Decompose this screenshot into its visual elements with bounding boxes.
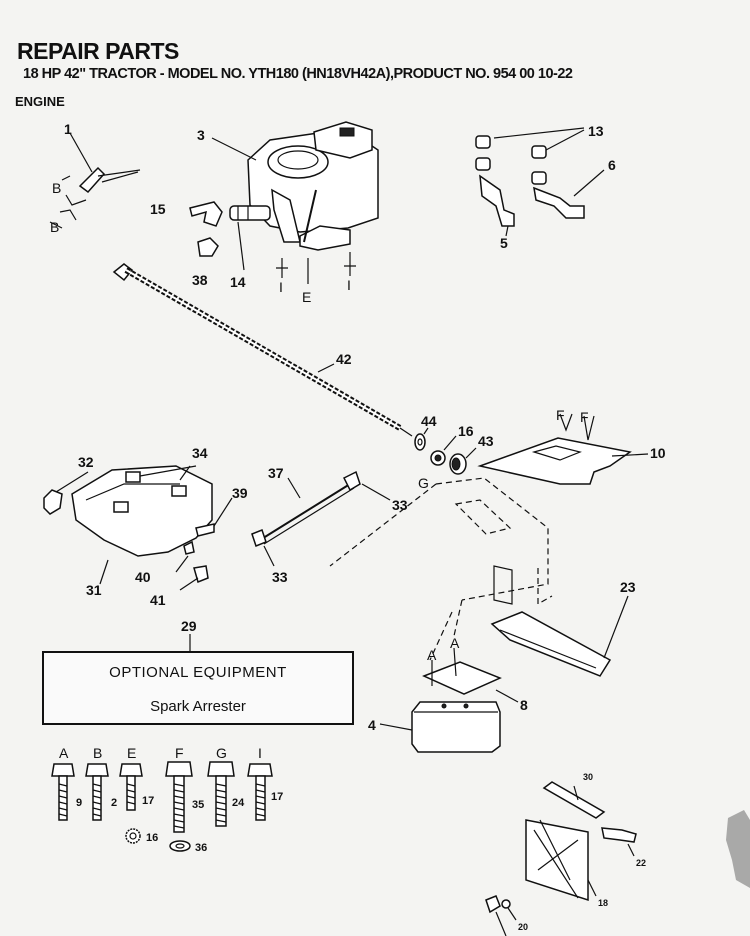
callout-39: 39 <box>232 485 248 501</box>
fuel-tank <box>43 465 233 585</box>
washer-set <box>414 427 477 475</box>
ref-letter-i: I <box>279 279 283 295</box>
callout-29: 29 <box>181 618 197 634</box>
engine-assembly <box>211 121 379 284</box>
hardware-part-17: 17 <box>271 791 283 803</box>
callout-15: 15 <box>150 201 166 217</box>
ref-letter-f: F <box>580 409 589 425</box>
hardware-letter-i: I <box>258 745 262 761</box>
hardware-part-17: 17 <box>142 795 154 807</box>
ref-letter-g: G <box>418 475 429 491</box>
callout-16: 16 <box>458 423 474 439</box>
page-title: REPAIR PARTS <box>17 38 179 64</box>
section-label: ENGINE <box>15 94 65 109</box>
throttle-cable <box>112 263 413 437</box>
callout-23: 23 <box>620 579 636 595</box>
callout-41: 41 <box>150 592 166 608</box>
callout-32: 32 <box>78 454 94 470</box>
spark-arrester-inset <box>485 781 637 936</box>
scan-edge-artifact <box>726 810 750 888</box>
callout-34: 34 <box>192 445 208 461</box>
callout-3: 3 <box>197 127 205 143</box>
throttle-bracket-part <box>49 132 141 229</box>
hardware-part-2: 2 <box>111 797 117 809</box>
model-subtitle: 18 HP 42" TRACTOR - MODEL NO. YTH180 (HN… <box>23 66 573 82</box>
callout-43: 43 <box>478 433 494 449</box>
heat-shield <box>490 595 629 677</box>
callout-38: 38 <box>192 272 208 288</box>
hardware-part-35: 35 <box>192 799 204 811</box>
callout-4: 4 <box>368 717 376 733</box>
callout-37: 37 <box>268 465 284 481</box>
optional-equipment-box: OPTIONAL EQUIPMENT Spark Arrester <box>42 651 354 725</box>
fuel-fittings <box>189 201 271 271</box>
callout-33: 33 <box>392 497 408 513</box>
optional-equipment-item: Spark Arrester <box>150 698 246 715</box>
hardware-part-36: 36 <box>195 842 207 854</box>
ref-letter-a: A <box>450 635 460 651</box>
callout-20: 20 <box>518 922 528 932</box>
callout-6: 6 <box>608 157 616 173</box>
hardware-letter-f: F <box>175 745 184 761</box>
optional-equipment-heading: OPTIONAL EQUIPMENT <box>109 664 287 681</box>
ref-letter-f: F <box>556 407 565 423</box>
muffler-assembly <box>379 647 519 753</box>
callout-5: 5 <box>500 235 508 251</box>
callout-13: 13 <box>588 123 604 139</box>
hose-clamps <box>475 127 605 237</box>
callout-31: 31 <box>86 582 102 598</box>
hardware-part-9: 9 <box>76 797 82 809</box>
ref-letter-b: B <box>52 180 61 196</box>
hardware-part-24: 24 <box>232 797 245 809</box>
callout-18: 18 <box>598 898 608 908</box>
hardware-part-16: 16 <box>146 832 158 844</box>
ref-letter-a: A <box>427 647 437 663</box>
fuel-rod <box>175 470 391 591</box>
callout-22: 22 <box>636 858 646 868</box>
ref-letter-i: I <box>347 277 351 293</box>
ref-letter-b: B <box>50 219 59 235</box>
callout-42: 42 <box>336 351 352 367</box>
ref-letter-e: E <box>302 289 311 305</box>
callout-33: 33 <box>272 569 288 585</box>
hardware-letter-a: A <box>59 745 69 761</box>
hardware-letter-e: E <box>127 745 136 761</box>
callout-1: 1 <box>64 121 72 137</box>
hardware-key <box>51 761 273 852</box>
callout-14: 14 <box>230 274 246 290</box>
hardware-letter-g: G <box>216 745 227 761</box>
hardware-letter-b: B <box>93 745 102 761</box>
plate-part <box>477 413 649 485</box>
callout-8: 8 <box>520 697 528 713</box>
callout-44: 44 <box>421 413 437 429</box>
callout-40: 40 <box>135 569 151 585</box>
callout-30: 30 <box>583 772 593 782</box>
frame-outline <box>329 477 553 661</box>
callout-10: 10 <box>650 445 666 461</box>
